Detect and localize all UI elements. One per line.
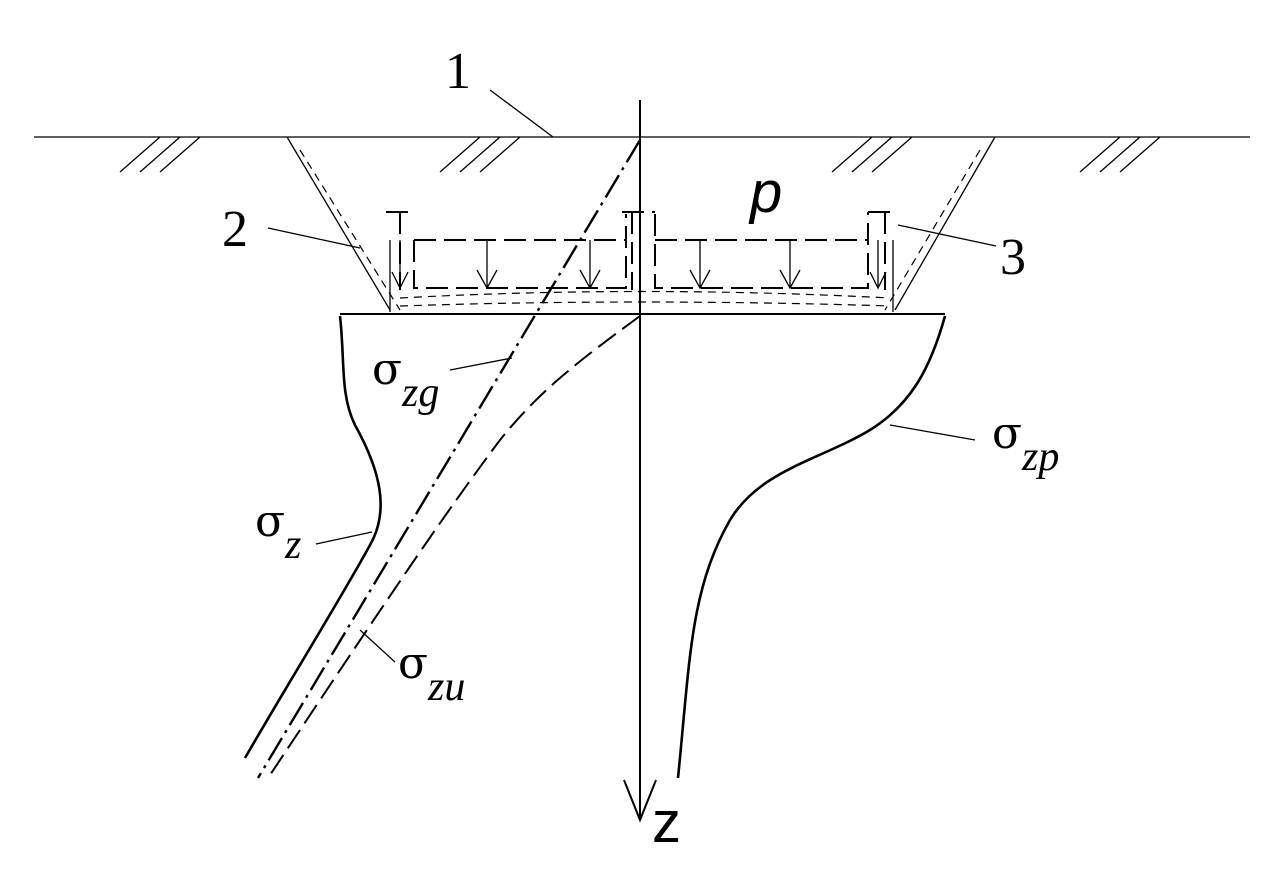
svg-text:zu: zu bbox=[427, 664, 465, 710]
label-1: 1 bbox=[445, 43, 471, 100]
load-diagram bbox=[386, 211, 892, 290]
label-sigma-zu: σ zu bbox=[398, 638, 465, 710]
svg-text:zp: zp bbox=[1021, 434, 1059, 480]
foundation-base bbox=[340, 240, 945, 315]
excavation-pit bbox=[286, 136, 996, 311]
load-label-p: p bbox=[748, 160, 782, 225]
ground-hatching bbox=[119, 136, 1161, 173]
svg-text:z: z bbox=[284, 522, 301, 568]
axis-label-z: z bbox=[652, 790, 681, 855]
label-sigma-z: σ z bbox=[255, 496, 301, 568]
svg-text:σ: σ bbox=[398, 638, 428, 689]
sigma-zp-curve bbox=[676, 315, 947, 779]
sigma-zg-curve bbox=[256, 139, 642, 779]
svg-text:σ: σ bbox=[372, 344, 402, 395]
sigma-zu-curve bbox=[267, 315, 641, 779]
svg-text:σ: σ bbox=[255, 496, 285, 547]
label-sigma-zp: σ zp bbox=[992, 408, 1059, 480]
leader-lines bbox=[267, 89, 997, 663]
svg-text:σ: σ bbox=[992, 408, 1022, 459]
sigma-z-curve bbox=[243, 315, 382, 759]
svg-text:zg: zg bbox=[401, 370, 439, 416]
label-2: 2 bbox=[222, 201, 248, 258]
label-3: 3 bbox=[1000, 229, 1026, 286]
z-axis bbox=[623, 100, 657, 823]
label-sigma-zg: σ zg bbox=[372, 344, 439, 416]
